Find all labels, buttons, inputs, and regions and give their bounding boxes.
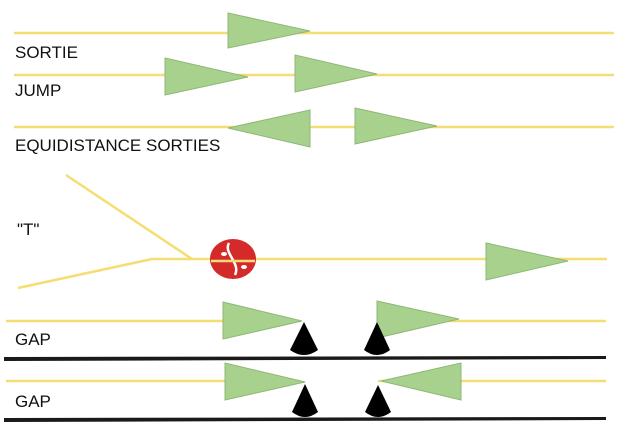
cone-icon (290, 322, 318, 355)
ground-line (4, 417, 606, 422)
label-gap-1: GAP (15, 330, 51, 349)
label-sortie: SORTIE (15, 43, 78, 62)
label-gap-2: GAP (15, 392, 51, 411)
label-jump: JUMP (15, 81, 62, 100)
cone-icon (365, 385, 391, 417)
cone-icon (364, 322, 390, 355)
red-beans-marker-icon (210, 239, 256, 279)
track-t-lower-branch (17, 257, 153, 290)
arrow-right-icon (294, 54, 378, 93)
arrow-left-icon (227, 109, 311, 148)
arrow-right-icon (227, 12, 311, 49)
track-t-upper-branch (65, 173, 193, 261)
arrow-right-icon (224, 362, 306, 401)
cone-icon (292, 384, 318, 417)
label-t: "T" (17, 220, 40, 239)
arrow-right-icon (376, 300, 460, 339)
arrow-right-icon (485, 242, 569, 281)
arrow-right-icon (164, 57, 249, 96)
arrow-left-icon (380, 362, 462, 401)
arrow-right-icon (222, 301, 303, 340)
ground-line (4, 356, 606, 361)
arrow-right-icon (354, 107, 438, 145)
label-equidistance-sorties: EQUIDISTANCE SORTIES (15, 136, 221, 155)
